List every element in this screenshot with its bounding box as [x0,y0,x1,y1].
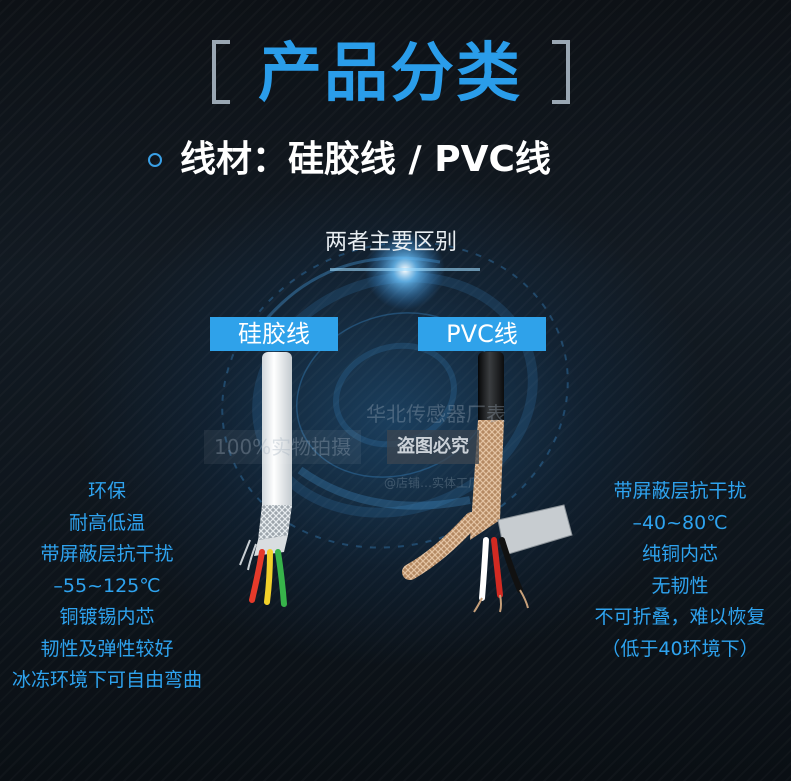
feature-item: –55~125℃ [53,574,161,597]
page-subtitle: 线材：硅胶线 / PVC线 [180,139,551,180]
page-title: 产品分类 [258,37,522,111]
title-bracket-left [212,40,234,104]
bullet-circle-icon [148,153,162,167]
pvc-cable-image [402,352,573,613]
feature-item: 不可折叠，难以恢复 [594,606,766,628]
pvc-label: PVC线 [418,317,546,351]
feature-item: 韧性及弹性较好 [40,637,174,660]
feature-item: 冰冻环境下可自由弯曲 [11,669,202,691]
silicone-cable-image [239,352,292,607]
feature-item: 环保 [87,480,126,502]
watermark-small: @店铺…实体工厂 [384,476,481,490]
watermark-badge: 盗图必究 [387,430,479,464]
feature-item: 铜镀锡内芯 [59,606,155,628]
comparison-caption: 两者主要区别 [324,230,457,255]
watermark-real-photo: 100%实物拍摄 [204,430,362,464]
feature-item: （低于40环境下） [601,637,759,660]
feature-item: 耐高低温 [68,511,145,534]
feature-item: 带屏蔽层抗干扰 [40,543,174,565]
feature-item: –40~80℃ [632,511,728,534]
feature-item: 无韧性 [651,574,709,597]
title-bracket-right [548,40,570,104]
swirl-arc [297,466,471,510]
feature-item: 纯铜内芯 [641,543,718,565]
silicone-features-list: 环保 耐高低温 带屏蔽层抗干扰 –55~125℃ 铜镀锡内芯 韧性及弹性较好 冰… [0,476,214,697]
lens-flare [330,268,480,271]
watermark-brand: 华北传感器厂表 [366,402,506,426]
feature-item: 带屏蔽层抗干扰 [613,480,747,502]
silicone-label: 硅胶线 [210,317,338,351]
pvc-features-list: 带屏蔽层抗干扰 –40~80℃ 纯铜内芯 无韧性 不可折叠，难以恢复 （低于40… [574,476,786,665]
